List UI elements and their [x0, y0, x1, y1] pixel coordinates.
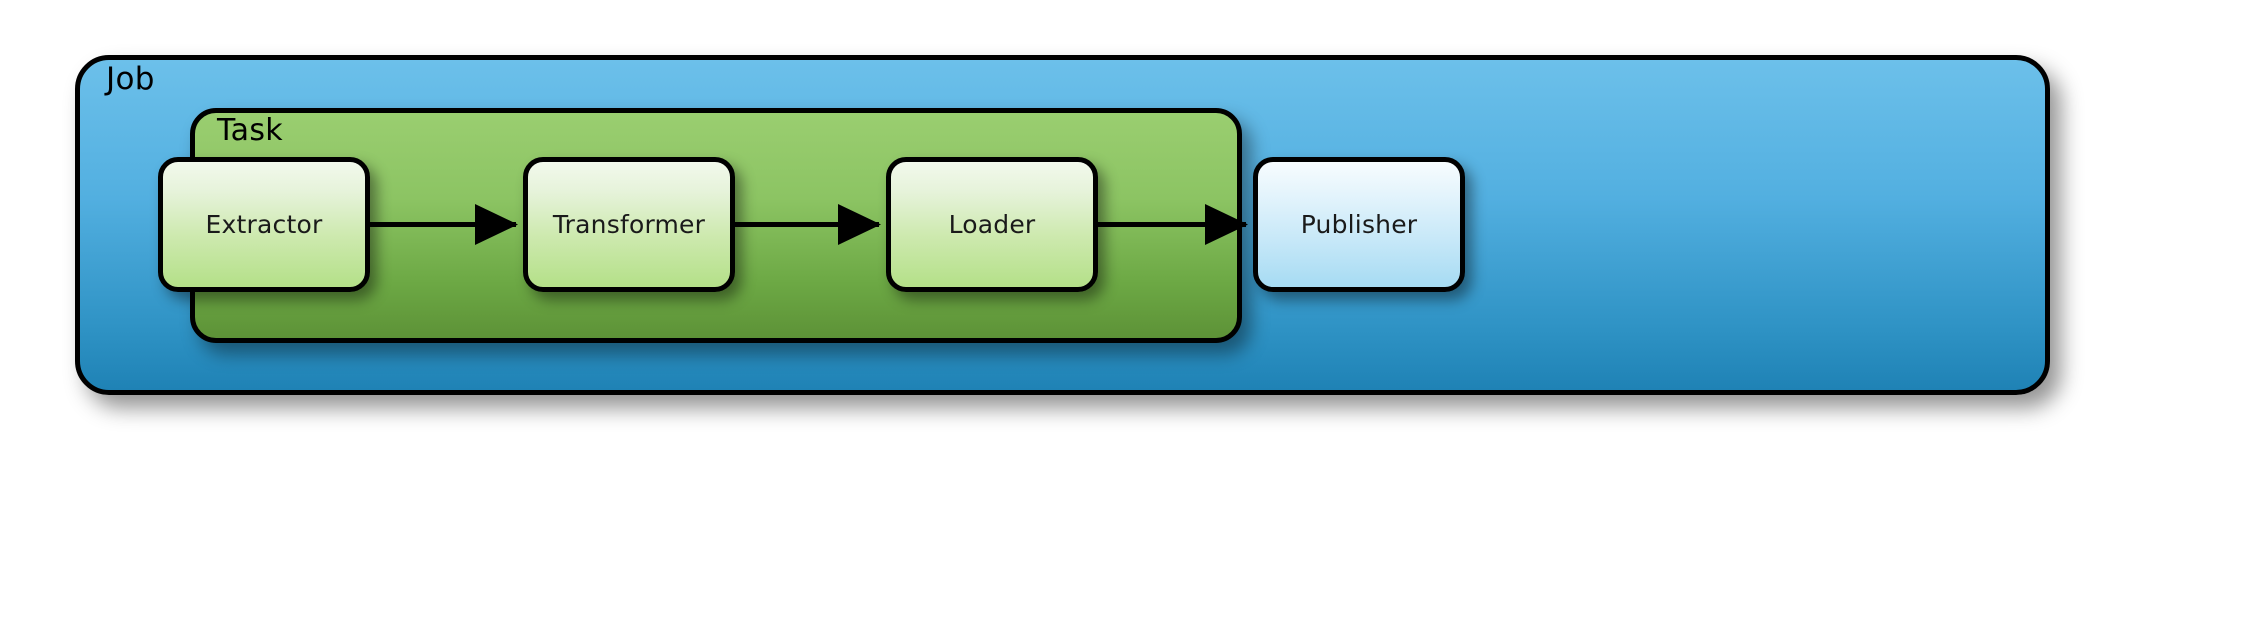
container-job-label: Job — [106, 61, 155, 97]
node-extractor[interactable]: Extractor — [158, 157, 370, 292]
node-transformer[interactable]: Transformer — [523, 157, 735, 292]
node-publisher-label: Publisher — [1300, 210, 1418, 239]
node-publisher[interactable]: Publisher — [1253, 157, 1465, 292]
container-task-label: Task — [217, 113, 283, 148]
node-extractor-label: Extractor — [205, 210, 323, 239]
node-loader[interactable]: Loader — [886, 157, 1098, 292]
node-transformer-label: Transformer — [552, 210, 706, 239]
node-loader-label: Loader — [948, 210, 1036, 239]
